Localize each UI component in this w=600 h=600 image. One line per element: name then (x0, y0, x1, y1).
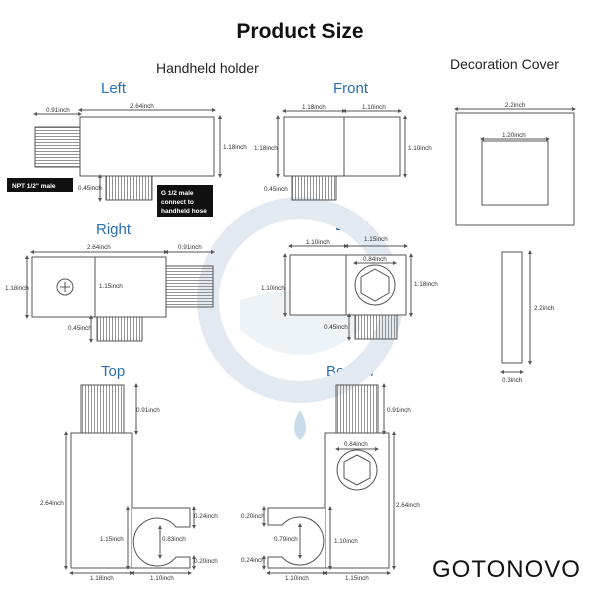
view-title-top: Top (101, 363, 126, 380)
dim-left-2-64: 2.64inch (130, 103, 154, 110)
dim-top-0-24: 0.24inch (194, 513, 218, 520)
brand-logo: GOTONOVO (432, 556, 581, 583)
dim-top-0-20: 0.20inch (194, 558, 218, 565)
npt-callout-box (7, 178, 73, 192)
dim-right-0-45: 0.45inch (68, 325, 92, 332)
dim-cover-height: 2.2inch (534, 305, 555, 312)
dim-bottom-0-84: 0.84inch (344, 441, 368, 448)
g12-callout-line2: connect to (161, 199, 194, 206)
top-view (64, 383, 196, 575)
dim-top-1-10: 1.10inch (150, 575, 174, 582)
g12-callout-line1: G 1/2 male (161, 190, 194, 197)
g12-callout-line3: handheld hose (161, 208, 207, 215)
view-title-left: Left (101, 80, 127, 97)
dim-right-2-64: 2.64inch (87, 244, 111, 251)
dim-front-0-45: 0.45inch (264, 186, 288, 193)
dim-top-2-64: 2.64inch (40, 500, 64, 507)
left-view (33, 108, 222, 202)
dim-back-1-10-side: 1.10inch (261, 285, 285, 292)
dim-bottom-0-20: 0.20inch (241, 513, 265, 520)
dim-front-1-18: 1.18inch (302, 104, 326, 111)
dim-top-0-83: 0.83inch (162, 536, 186, 543)
dim-back-1-15: 1.15inch (364, 236, 388, 243)
right-view (25, 250, 215, 343)
dim-front-1-10: 1.10inch (362, 104, 386, 111)
dim-left-0-45: 0.45inch (78, 185, 102, 192)
front-view (276, 109, 407, 201)
dim-cover-width: 2.2inch (505, 102, 526, 109)
dim-bottom-1-15: 1.15inch (345, 575, 369, 582)
dim-bottom-1-10: 1.10inch (285, 575, 309, 582)
dim-bottom-2-64: 2.64inch (396, 502, 420, 509)
dim-back-1-10: 1.10inch (306, 239, 330, 246)
view-title-front: Front (333, 80, 369, 97)
dim-bottom-0-91: 0.91inch (387, 407, 411, 414)
section-title-decoration-cover: Decoration Cover (450, 56, 559, 72)
section-title-handheld-holder: Handheld holder (156, 60, 259, 76)
dim-right-1-15: 1.15inch (99, 283, 123, 290)
g12-callout-box (157, 185, 213, 217)
dim-top-0-91: 0.91inch (136, 407, 160, 414)
dim-bottom-0-24: 0.24inch (241, 557, 265, 564)
dim-cover-inner: 1.20inch (502, 132, 526, 139)
dim-right-1-18: 1.18inch (5, 285, 29, 292)
page-title: Product Size (236, 20, 364, 43)
back-view (283, 244, 413, 341)
dim-bottom-1-10-side: 1.10inch (334, 538, 358, 545)
dim-front-1-10-side: 1.10inch (408, 145, 432, 152)
dim-left-0-91: 0.91inch (46, 107, 70, 114)
dim-right-0-91: 0.91inch (178, 244, 202, 251)
dim-top-1-15: 1.15inch (100, 536, 124, 543)
dim-top-1-18: 1.18inch (90, 575, 114, 582)
view-title-right: Right (96, 221, 132, 238)
dim-back-0-45: 0.45inch (324, 324, 348, 331)
dim-left-1-18: 1.18inch (223, 144, 247, 151)
bottom-view (262, 383, 396, 575)
cover-view (454, 107, 576, 374)
dim-cover-thickness: 0.3inch (502, 377, 523, 384)
dim-back-1-18: 1.18inch (414, 281, 438, 288)
dim-front-1-18-side: 1.18inch (254, 145, 278, 152)
dim-bottom-0-79: 0.79inch (274, 536, 298, 543)
npt-callout: NPT 1/2" male (12, 183, 56, 190)
dim-back-0-84: 0.84inch (363, 256, 387, 263)
